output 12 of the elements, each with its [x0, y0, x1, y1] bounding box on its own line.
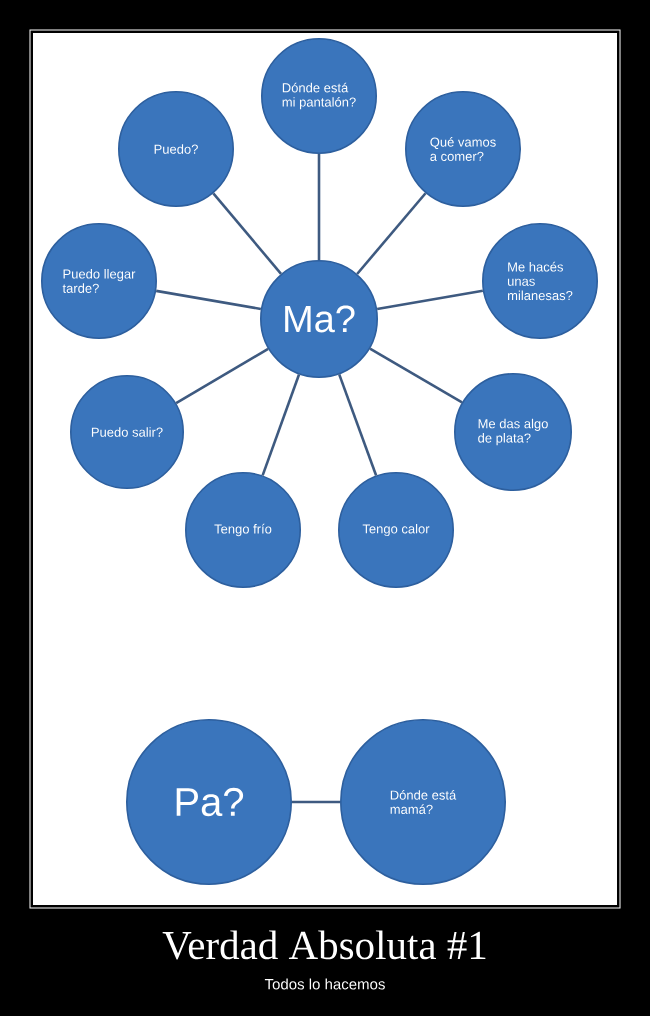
connector-line	[175, 347, 269, 405]
connector-line	[338, 373, 378, 476]
connector-line	[317, 154, 321, 260]
connector-line	[155, 289, 262, 311]
caption: Todos lo hacemos	[264, 978, 385, 990]
connector-line	[292, 800, 340, 804]
title: Verdad Absoluta #1	[162, 930, 486, 960]
connector-line	[356, 192, 427, 275]
connector-line	[376, 289, 484, 311]
connector-line	[212, 192, 283, 275]
connector-line	[369, 347, 463, 404]
connector-line	[261, 374, 301, 476]
